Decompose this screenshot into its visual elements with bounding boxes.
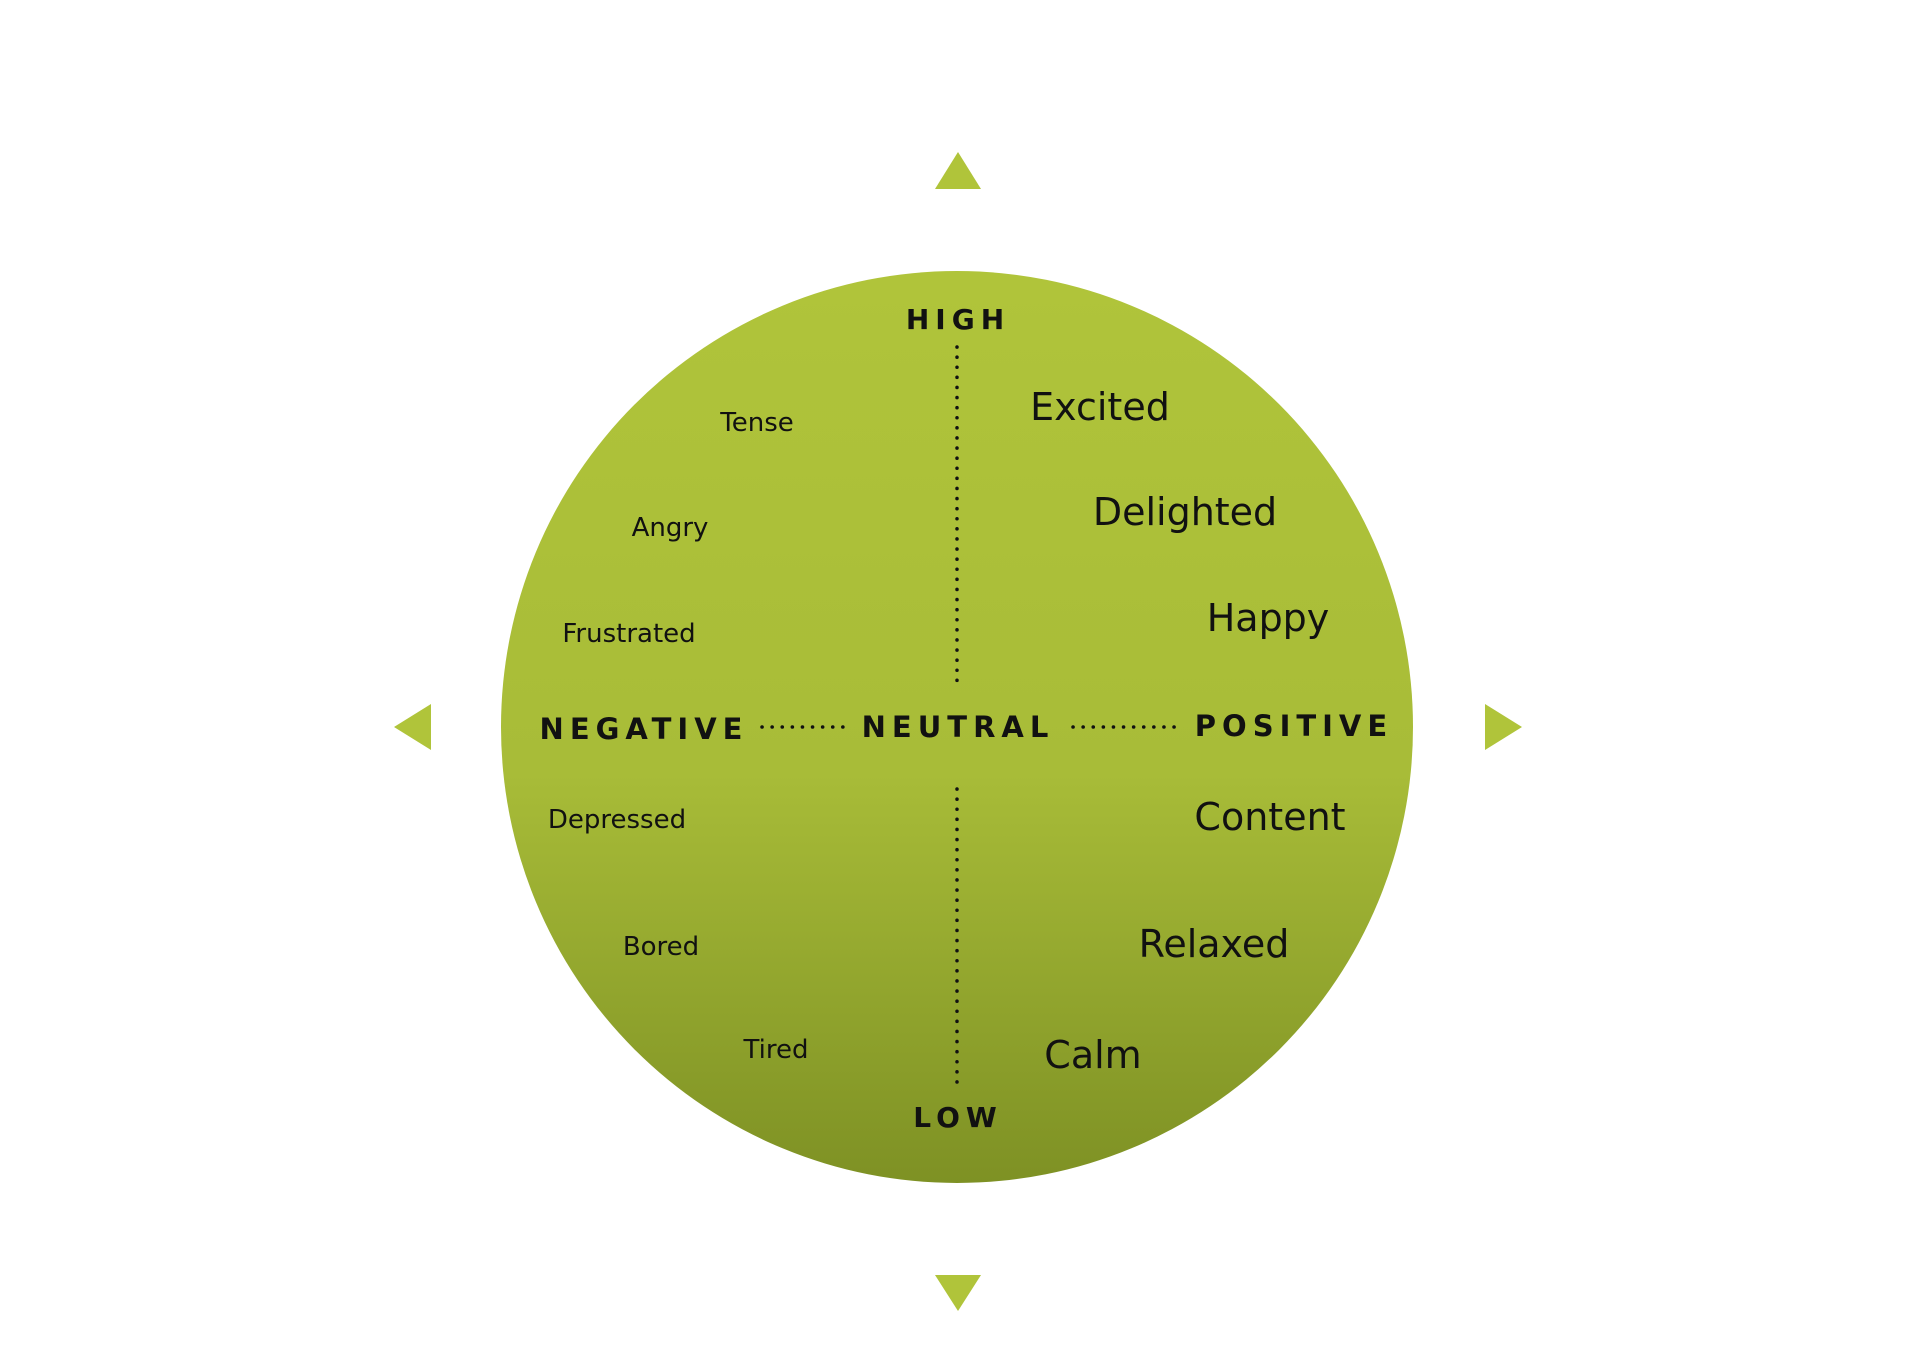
emotion-label-content: Content xyxy=(1194,795,1345,839)
axis-label-negative: NEGATIVE xyxy=(540,712,749,746)
emotion-label-calm: Calm xyxy=(1044,1033,1141,1077)
emotion-label-happy: Happy xyxy=(1207,596,1330,640)
triangle-left-icon xyxy=(394,704,431,750)
emotion-label-relaxed: Relaxed xyxy=(1139,922,1290,966)
emotion-label-excited: Excited xyxy=(1030,385,1170,429)
axis-label-low: LOW xyxy=(913,1101,1003,1134)
emotion-circle xyxy=(501,271,1413,1183)
triangle-right-icon xyxy=(1485,704,1522,750)
triangle-down-icon xyxy=(935,1275,981,1311)
triangle-up-icon xyxy=(935,152,981,189)
emotion-label-tired: Tired xyxy=(743,1035,809,1065)
emotion-label-delighted: Delighted xyxy=(1093,490,1277,534)
emotion-label-depressed: Depressed xyxy=(548,805,686,835)
axis-label-neutral: NEUTRAL xyxy=(862,710,1055,744)
emotion-label-frustrated: Frustrated xyxy=(562,619,695,649)
emotion-label-bored: Bored xyxy=(623,932,699,962)
axis-label-high: HIGH xyxy=(906,303,1010,336)
emotion-label-tense: Tense xyxy=(719,408,793,438)
emotion-label-angry: Angry xyxy=(632,513,709,543)
axis-label-positive: POSITIVE xyxy=(1195,709,1393,743)
